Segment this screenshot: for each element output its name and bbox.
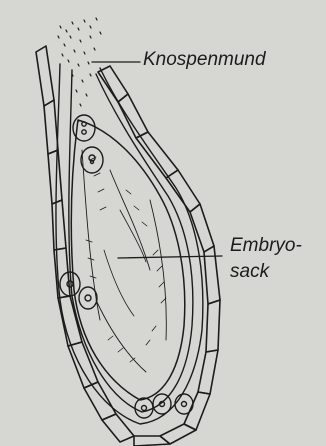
antipodal-nuclei bbox=[135, 394, 193, 418]
label-knospenmund: Knospenmund bbox=[143, 50, 266, 70]
label-embryosack-line2: sack bbox=[230, 262, 269, 282]
polar-nuclei bbox=[60, 272, 97, 309]
label-embryosack-line1: Embryo- bbox=[230, 236, 302, 256]
embryosack-leader-line bbox=[118, 256, 222, 258]
cytoplasm-strands bbox=[86, 157, 166, 362]
